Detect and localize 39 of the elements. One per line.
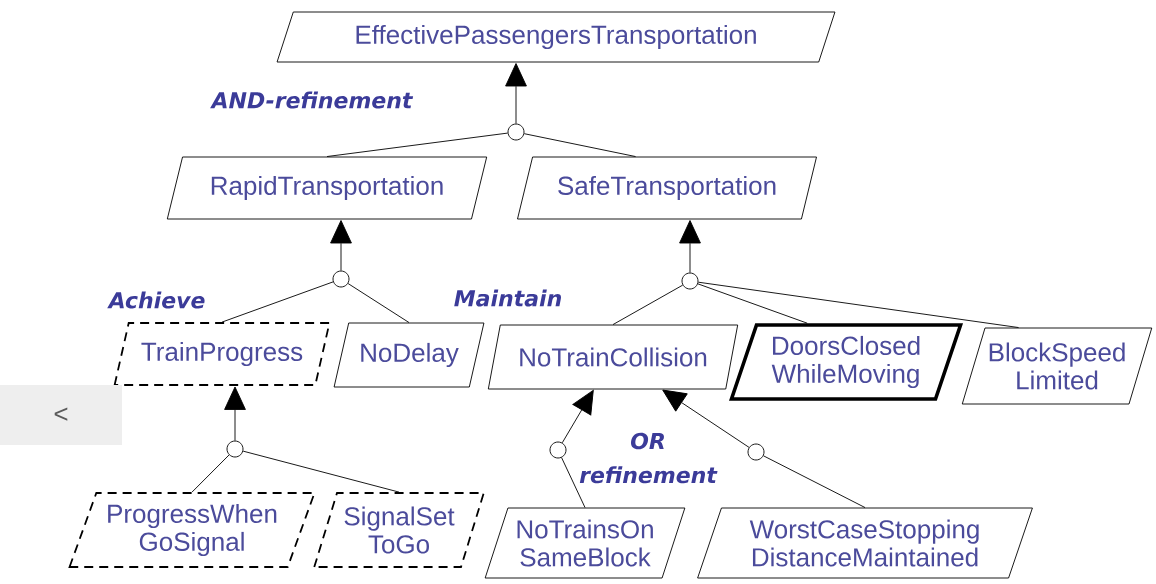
refinement-line [697, 283, 808, 324]
refinement-arrow [662, 389, 750, 448]
refinement-circle [747, 443, 765, 461]
refinement-arrow [679, 220, 701, 273]
goal-box: WorstCaseStopping DistanceMaintained [697, 507, 1033, 579]
goal-box: SafeTransportation [517, 156, 817, 220]
previous-button: < [0, 385, 122, 445]
refinement-line [326, 132, 509, 157]
goal-box: EffectivePassengersTransportation [276, 11, 836, 63]
refinement-line [221, 281, 334, 323]
refinement-line [347, 283, 410, 323]
goal-box: NoTrainsOn SameBlock [484, 507, 686, 579]
refinement-line [191, 454, 230, 493]
refinement-line [561, 457, 586, 508]
refinement-circle [332, 270, 350, 288]
refinement-label: Achieve [107, 291, 205, 309]
refinement-arrow [330, 220, 352, 271]
goal-box: ProgressWhen GoSignal [68, 492, 316, 568]
refinement-circle [549, 441, 567, 459]
refinement-circle [681, 272, 699, 290]
refinement-label: OR refinement [579, 432, 718, 484]
goal-box: SignalSet ToGo [313, 492, 485, 568]
refinement-line [763, 455, 866, 508]
goal-box: NoTrainCollision [487, 324, 739, 390]
refinement-line [612, 284, 684, 325]
refinement-line [697, 281, 1020, 328]
refinement-circle [226, 440, 244, 458]
refinement-arrow [224, 386, 246, 441]
refinement-circle [507, 123, 525, 141]
refinement-line [242, 450, 400, 493]
refinement-label: AND-refinement [210, 91, 414, 109]
goal-box: RapidTransportation [166, 156, 488, 220]
goal-box: NoDelay [333, 322, 485, 388]
refinement-arrow [561, 389, 594, 444]
goal-box: TrainProgress [113, 322, 331, 386]
refinement-line [523, 133, 637, 157]
refinement-label: Maintain [454, 289, 561, 307]
goal-box: BlockSpeed Limited [961, 327, 1153, 405]
refinement-arrow [505, 63, 527, 124]
